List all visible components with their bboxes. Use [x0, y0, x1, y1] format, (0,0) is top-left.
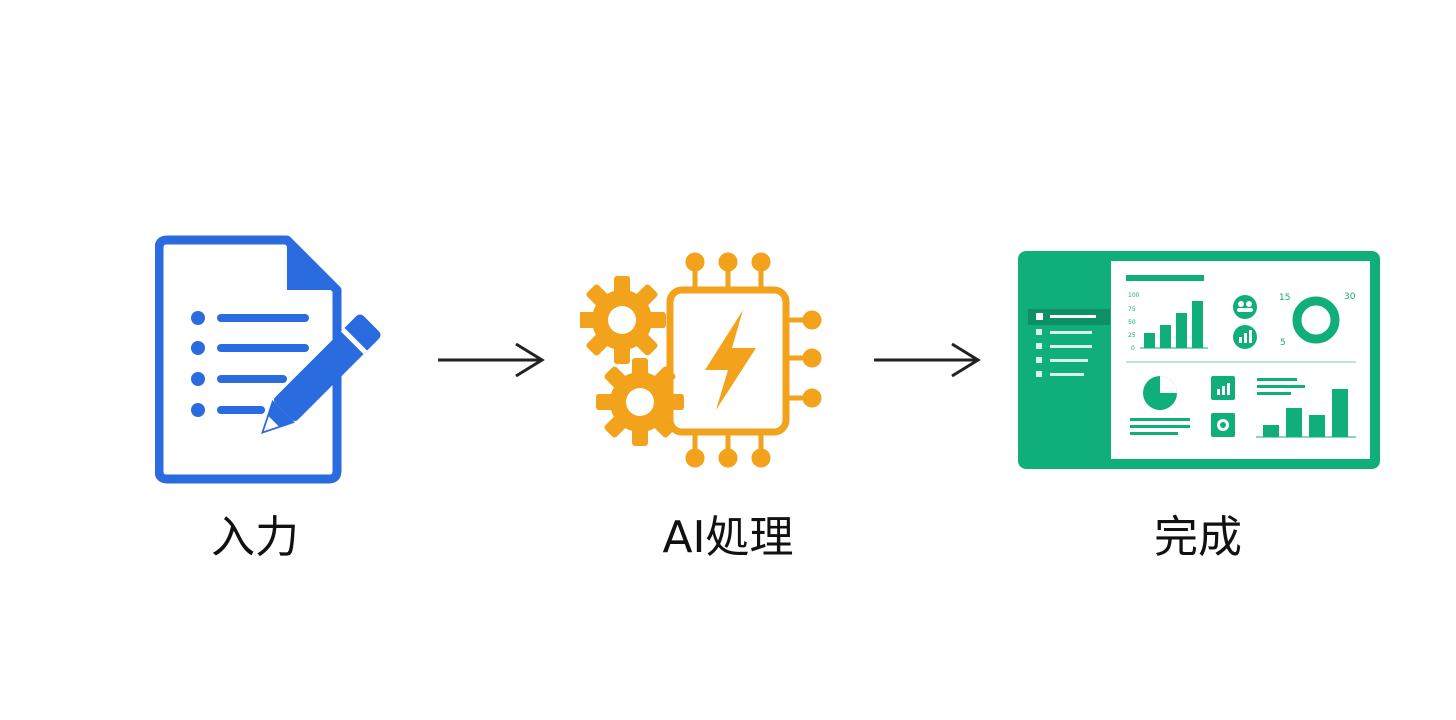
dashboard-icon: 100 75 50 25 0 15 30 5	[1018, 251, 1380, 469]
donut-label: 30	[1344, 292, 1356, 302]
document-pencil-icon	[154, 235, 381, 484]
tick-label: 0	[1131, 345, 1135, 352]
arrow-right-icon	[438, 342, 545, 378]
donut-label: 15	[1279, 293, 1290, 303]
step-label-output: 完成	[1154, 512, 1242, 563]
donut-label: 5	[1280, 338, 1286, 348]
tick-label: 25	[1128, 332, 1136, 339]
tick-label: 50	[1128, 319, 1136, 326]
tick-label: 100	[1128, 292, 1140, 299]
step-output: 100 75 50 25 0 15 30 5	[1018, 251, 1380, 473]
step-input	[154, 235, 400, 489]
arrow-right-icon	[874, 342, 981, 378]
step-label-process: AI処理	[662, 512, 794, 563]
tick-label: 75	[1128, 306, 1136, 313]
step-label-input: 入力	[211, 512, 299, 563]
gears-chip-icon	[578, 252, 822, 468]
step-process	[578, 250, 830, 474]
